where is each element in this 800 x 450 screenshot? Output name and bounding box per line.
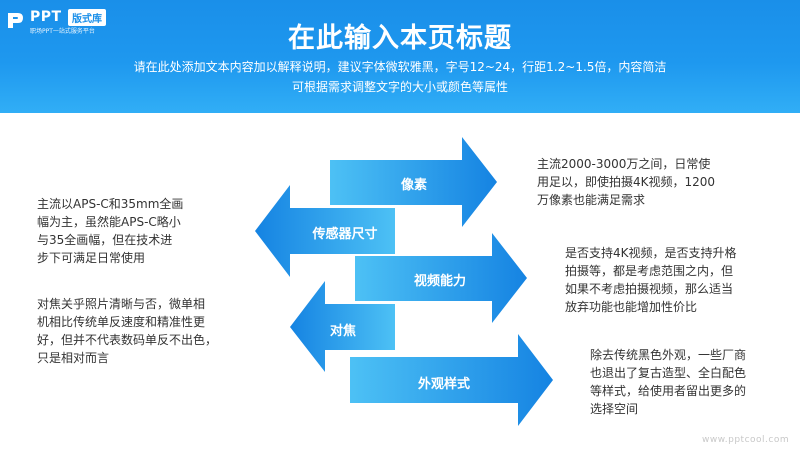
- logo-badge: 版式库: [68, 9, 106, 26]
- arrow-pixel: [330, 137, 497, 227]
- header-banner: PPT 版式库 职场PPT一站式服务平台 在此输入本页标题 请在此处添加文本内容…: [0, 0, 800, 113]
- logo-text: PPT: [30, 9, 62, 25]
- logo-icon: [8, 13, 23, 28]
- arrow-label-pixel: 像素: [400, 178, 427, 193]
- arrow-focus: [290, 281, 395, 372]
- logo[interactable]: PPT 版式库 职场PPT一站式服务平台: [6, 8, 126, 35]
- page-title: 在此输入本页标题: [288, 23, 512, 54]
- arrow-label-video: 视频能力: [413, 274, 466, 289]
- desc-pixel: 主流2000-3000万之间，日常使 用足以，即使拍摄4K视频，1200 万像素…: [537, 157, 716, 207]
- arrow-label-sensor: 传感器尺寸: [312, 227, 378, 242]
- desc-focus: 对焦关乎照片清晰与否，微单相 机相比传统单反速度和精准性更 好，但并不代表数码单…: [37, 297, 218, 365]
- desc-sensor: 主流以APS-C和35mm全画 幅为主，虽然能APS-C略小 与35全画幅，但在…: [37, 197, 184, 265]
- arrow-appearance: [350, 334, 553, 426]
- logo-subtitle: 职场PPT一站式服务平台: [30, 28, 95, 35]
- watermark: www.pptcool.com: [702, 435, 790, 445]
- subtitle-line-2: 可根据需求调整文字的大小或颜色等属性: [291, 80, 508, 94]
- arrow-label-appearance: 外观样式: [417, 377, 470, 392]
- subtitle-line-1: 请在此处添加文本内容加以解释说明，建议字体微软雅黑，字号12~24，行距1.2~…: [133, 60, 667, 74]
- desc-video: 是否支持4K视频，是否支持升格 拍摄等，都是考虑范围之内，但 如果不考虑拍摄视频…: [565, 246, 737, 314]
- desc-appearance: 除去传统黑色外观，一些厂商 也退出了复古造型、全白配色 等样式，给使用者留出更多…: [590, 348, 747, 416]
- arrow-sensor: [255, 185, 395, 277]
- arrow-label-focus: 对焦: [329, 324, 356, 339]
- arrow-video: [355, 233, 527, 323]
